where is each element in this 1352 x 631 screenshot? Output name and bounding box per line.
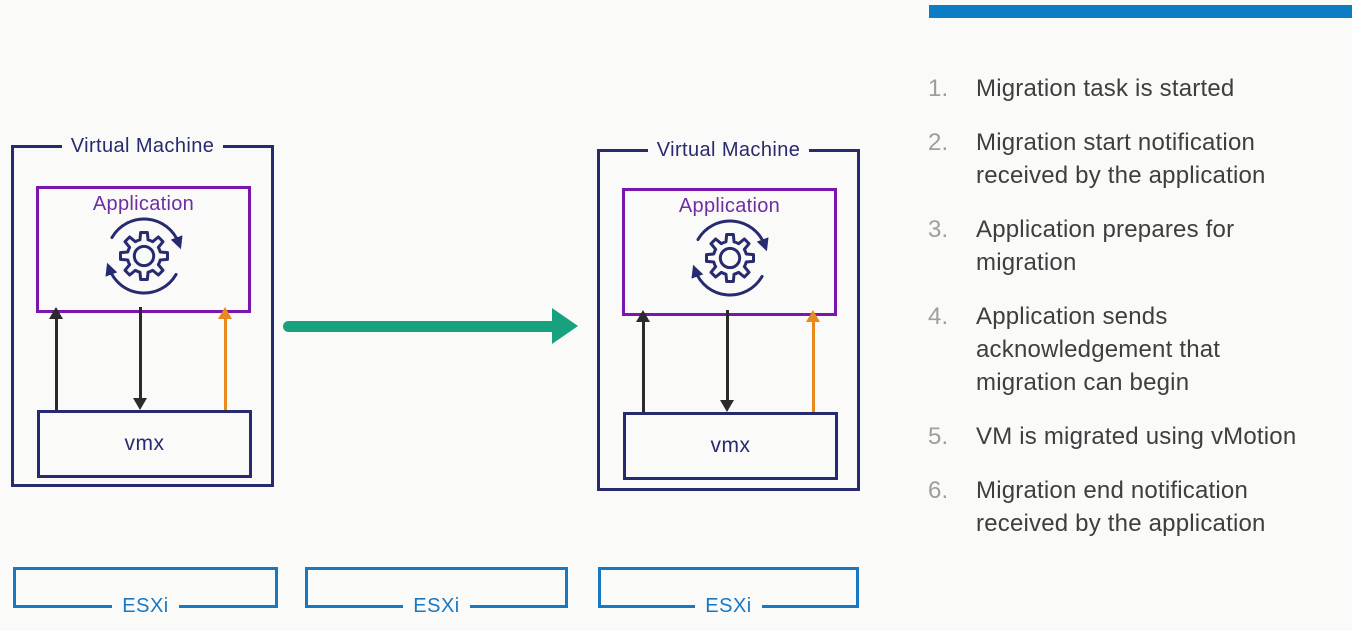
border-segment bbox=[809, 148, 861, 152]
border-segment bbox=[305, 604, 404, 608]
esxi-host-box: ESXi bbox=[305, 567, 568, 617]
migration-arrow-icon bbox=[283, 308, 578, 344]
step-text: Application prepares for migration bbox=[976, 216, 1235, 276]
up-arrow-icon bbox=[49, 307, 63, 410]
border-segment bbox=[598, 604, 696, 608]
list-item: 3. Application prepares for migration bbox=[928, 213, 1332, 279]
esxi-label: ESXi bbox=[413, 594, 460, 617]
up-arrow-icon bbox=[636, 310, 650, 412]
esxi-host-box: ESXi bbox=[598, 567, 859, 617]
application-box: Application bbox=[36, 186, 251, 313]
down-arrow-icon bbox=[133, 307, 147, 410]
vm-box-source: Virtual Machine Application bbox=[11, 135, 275, 487]
accent-bar bbox=[929, 5, 1352, 18]
vmx-box: vmx bbox=[623, 412, 838, 480]
up-arrow-icon bbox=[806, 310, 820, 412]
vm-box-legend: Virtual Machine bbox=[597, 138, 861, 162]
step-number: 2. bbox=[928, 129, 949, 156]
step-text: Migration task is started bbox=[976, 75, 1235, 102]
esxi-label: ESXi bbox=[122, 594, 169, 617]
step-number: 6. bbox=[928, 477, 949, 504]
border-segment bbox=[761, 604, 859, 608]
list-item: 5. VM is migrated using vMotion bbox=[928, 420, 1332, 453]
border-segment bbox=[223, 144, 275, 148]
application-label: Application bbox=[92, 193, 195, 215]
down-arrow-icon bbox=[720, 310, 734, 412]
step-text: Migration end notification received by t… bbox=[976, 477, 1266, 537]
border-segment bbox=[178, 604, 278, 608]
step-text: VM is migrated using vMotion bbox=[976, 423, 1297, 450]
border-segment bbox=[597, 148, 648, 152]
esxi-legend: ESXi bbox=[598, 594, 859, 618]
step-number: 4. bbox=[928, 303, 949, 330]
application-label: Application bbox=[678, 195, 781, 217]
vm-title: Virtual Machine bbox=[656, 138, 801, 161]
step-number: 1. bbox=[928, 75, 949, 102]
border-segment bbox=[469, 604, 568, 608]
list-item: 6. Migration end notification received b… bbox=[928, 474, 1332, 540]
step-number: 5. bbox=[928, 423, 949, 450]
list-item: 4. Application sends acknowledgement tha… bbox=[928, 300, 1332, 399]
esxi-legend: ESXi bbox=[305, 594, 568, 618]
step-text: Migration start notification received by… bbox=[976, 129, 1266, 189]
border-segment bbox=[11, 144, 62, 148]
up-arrow-icon bbox=[218, 307, 232, 410]
application-box: Application bbox=[622, 188, 837, 316]
vm-title: Virtual Machine bbox=[70, 134, 215, 157]
arrow-head bbox=[552, 308, 578, 344]
vmx-box: vmx bbox=[37, 410, 252, 478]
esxi-host-box: ESXi bbox=[13, 567, 278, 617]
gear-sync-icon bbox=[690, 219, 769, 297]
vm-box-legend: Virtual Machine bbox=[11, 134, 275, 158]
vm-box-destination: Virtual Machine Application bbox=[597, 139, 861, 491]
vmx-label: vmx bbox=[710, 434, 751, 457]
migration-steps-list: 1. Migration task is started 2. Migratio… bbox=[928, 72, 1332, 561]
step-text: Application sends acknowledgement that m… bbox=[976, 303, 1221, 396]
border-segment bbox=[13, 604, 113, 608]
step-number: 3. bbox=[928, 216, 949, 243]
esxi-label: ESXi bbox=[705, 594, 752, 617]
vmx-label: vmx bbox=[124, 432, 165, 455]
list-item: 2. Migration start notification received… bbox=[928, 126, 1332, 192]
list-item: 1. Migration task is started bbox=[928, 72, 1332, 105]
gear-sync-icon bbox=[104, 217, 183, 295]
arrow-shaft bbox=[283, 321, 554, 332]
esxi-legend: ESXi bbox=[13, 594, 278, 618]
